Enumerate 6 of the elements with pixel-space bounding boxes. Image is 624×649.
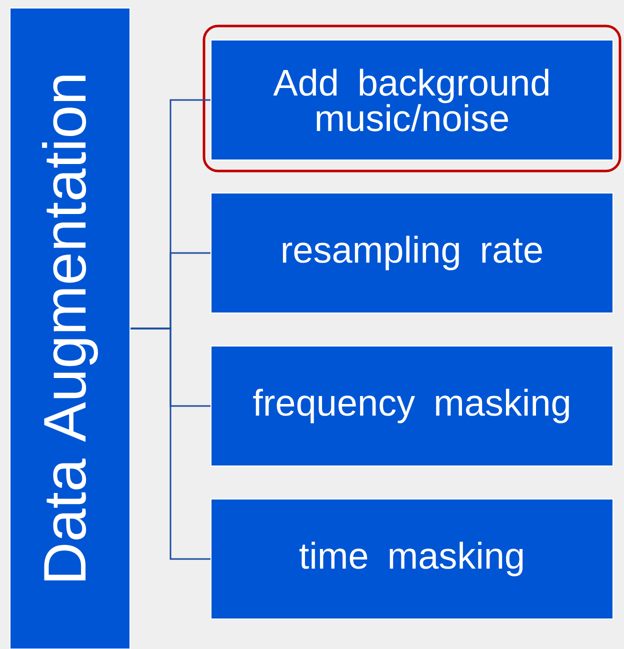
connector-line <box>130 328 210 560</box>
category-box: time masking <box>210 498 614 620</box>
category-box: resampling rate <box>210 192 614 314</box>
category-box: frequency masking <box>210 346 614 466</box>
title-bar: Data Augmentation <box>10 8 130 649</box>
category-box: Add background music/noise <box>210 40 614 160</box>
